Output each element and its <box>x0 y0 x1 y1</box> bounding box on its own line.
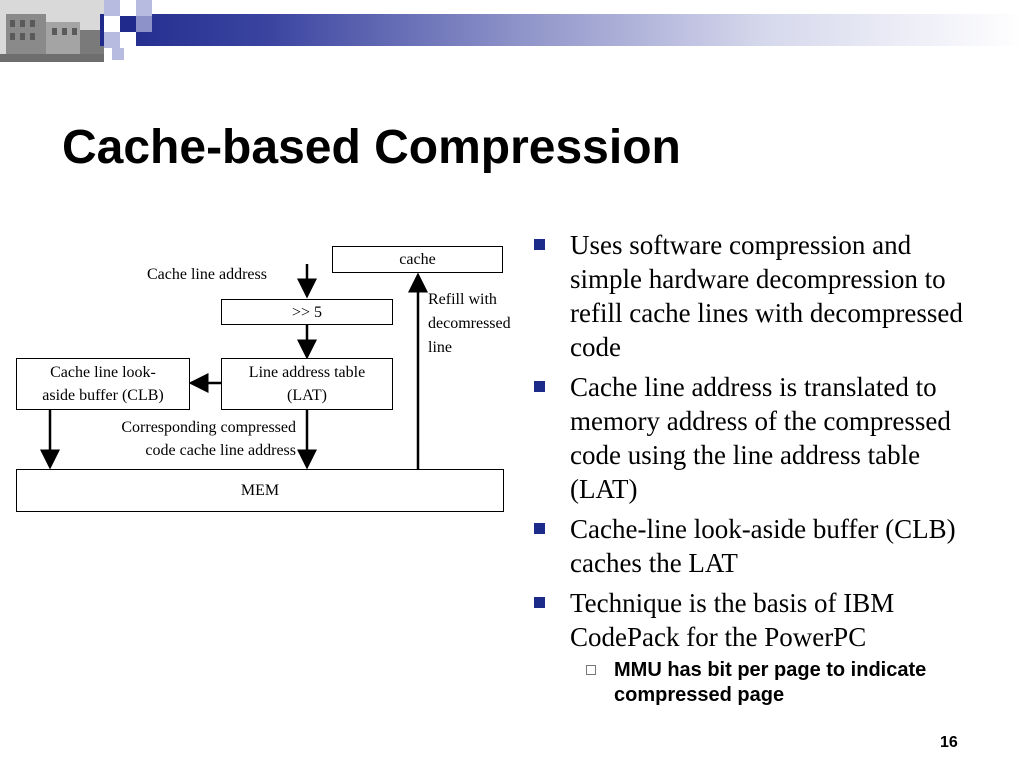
bullet-text: Cache-line look-aside buffer (CLB) cache… <box>570 514 956 578</box>
refill-label-line: Refill with <box>428 291 497 308</box>
bullet-text: Technique is the basis of IBM CodePack f… <box>570 588 895 652</box>
square-bullet-icon <box>534 381 545 392</box>
refill-label-line: line <box>428 339 452 356</box>
clb-label-line: Cache line look- <box>50 364 156 381</box>
sub-bullet-text: MMU has bit per page to indicate compres… <box>614 659 927 706</box>
building-image <box>0 0 104 62</box>
header-square <box>104 0 120 16</box>
bullet-text: Uses software compression and simple har… <box>570 230 963 362</box>
header-square <box>120 16 136 32</box>
header-square <box>120 0 136 16</box>
cache-label: cache <box>399 251 436 268</box>
bullet-list: Uses software compression and simple har… <box>534 228 974 714</box>
refill-label-line: decomressed <box>428 315 511 332</box>
header-square <box>120 32 136 48</box>
header-square <box>136 0 152 16</box>
corresponding-label-line: Corresponding compressed <box>121 419 296 436</box>
bullet-item: Cache line address is translated to memo… <box>534 370 974 506</box>
diagram-arrows <box>40 264 428 470</box>
header-square <box>136 16 152 32</box>
lat-box: Line address table (LAT) <box>221 358 393 410</box>
sub-bullet-list: MMU has bit per page to indicate compres… <box>570 658 974 708</box>
clb-label-line: aside buffer (CLB) <box>42 387 164 404</box>
square-bullet-icon <box>534 523 545 534</box>
bullet-text: Cache line address is translated to memo… <box>570 372 951 504</box>
refill-label: Refill with decomressed line <box>428 288 511 360</box>
corresponding-address-label: Corresponding compressed code cache line… <box>60 416 296 462</box>
header-gradient-bar <box>100 14 1024 46</box>
bullet-item: Cache-line look-aside buffer (CLB) cache… <box>534 512 974 580</box>
mem-box: MEM <box>16 469 504 512</box>
cache-compression-diagram: cache Cache line address >> 5 Refill wit… <box>0 200 540 540</box>
page-number: 16 <box>940 734 958 751</box>
square-bullet-icon <box>534 597 545 608</box>
bullet-item: Technique is the basis of IBM CodePack f… <box>534 586 974 708</box>
header-building-photo <box>0 0 104 62</box>
header-square <box>112 48 124 60</box>
cache-line-address-label: Cache line address <box>147 266 267 283</box>
square-bullet-icon <box>534 239 545 250</box>
mem-label: MEM <box>240 482 280 499</box>
hollow-square-bullet-icon <box>586 665 596 675</box>
header-square <box>104 16 120 32</box>
slide-title: Cache-based Compression <box>62 121 681 174</box>
lat-label-line: Line address table <box>248 364 366 381</box>
clb-box: Cache line look- aside buffer (CLB) <box>16 358 190 410</box>
cache-box: cache <box>332 246 503 273</box>
shift-box: >> 5 <box>221 299 393 325</box>
shift-label: >> 5 <box>291 303 323 321</box>
header-square <box>104 32 120 48</box>
corresponding-label-line: code cache line address <box>145 442 296 459</box>
sub-bullet-item: MMU has bit per page to indicate compres… <box>570 658 974 708</box>
lat-label-line: (LAT) <box>287 387 327 404</box>
bullet-item: Uses software compression and simple har… <box>534 228 974 364</box>
